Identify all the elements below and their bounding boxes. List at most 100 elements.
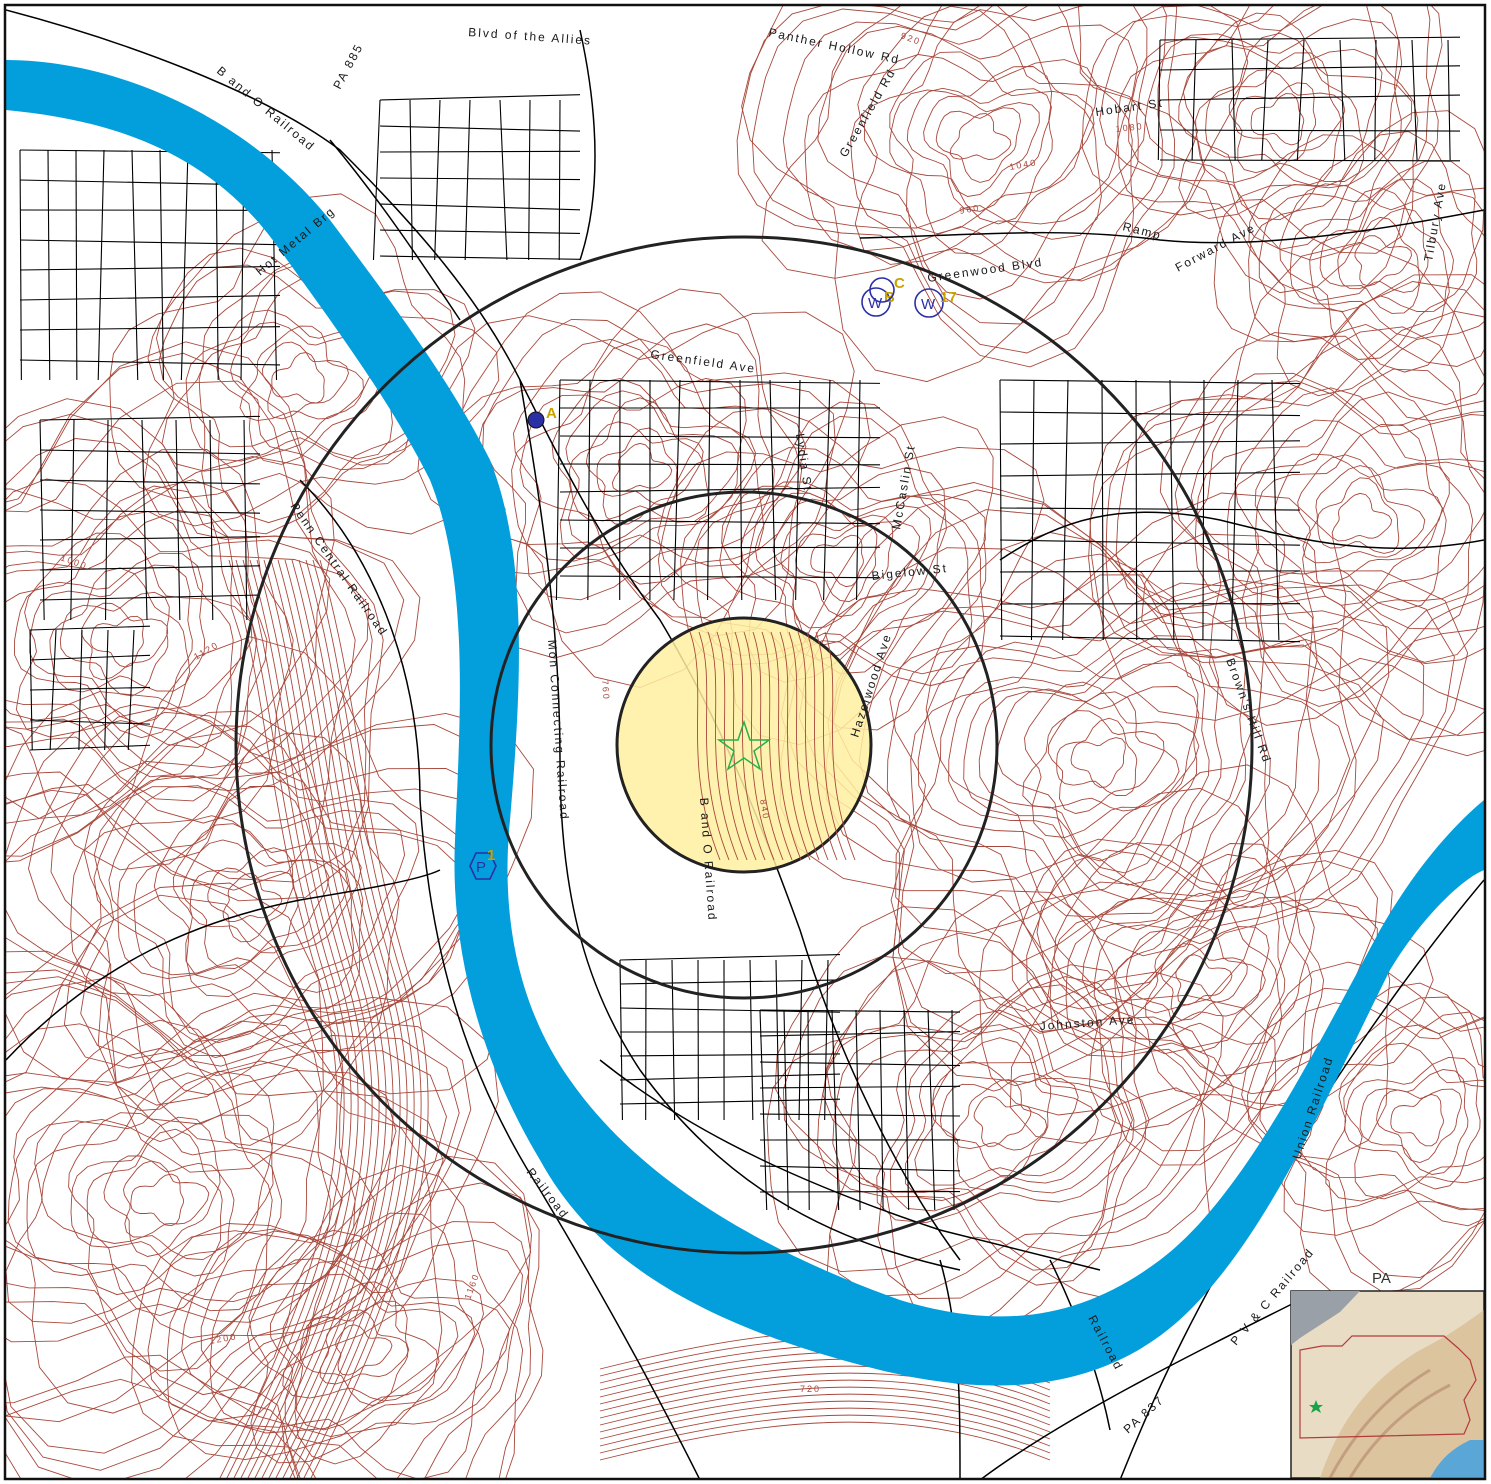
road-segment bbox=[78, 629, 83, 751]
contour-line bbox=[6, 1019, 375, 1343]
contour-line bbox=[599, 1386, 1051, 1426]
road-segment bbox=[824, 959, 829, 1121]
contour-line bbox=[751, 6, 1167, 354]
contour-line bbox=[248, 1229, 510, 1464]
contour-line bbox=[181, 839, 330, 969]
contour-line bbox=[551, 378, 757, 561]
contour-line bbox=[90, 615, 144, 668]
contour-line bbox=[889, 531, 1384, 975]
contour-line bbox=[6, 511, 234, 748]
contour-line bbox=[1026, 849, 1378, 1152]
road-segment bbox=[559, 519, 881, 525]
road-segment bbox=[131, 149, 139, 381]
contour-line bbox=[1093, 889, 1286, 1077]
contour-line bbox=[282, 1273, 459, 1431]
contour-label: 1120 bbox=[192, 639, 221, 661]
contour-line bbox=[797, 631, 829, 861]
contour-line bbox=[1297, 454, 1443, 584]
road-segment bbox=[1191, 39, 1197, 161]
marker-label: 17 bbox=[940, 289, 957, 306]
contour-line bbox=[247, 559, 366, 1478]
contour-line bbox=[14, 552, 206, 739]
road-segment bbox=[739, 379, 743, 601]
public-water-glyph: P bbox=[476, 859, 486, 876]
contour-line bbox=[108, 785, 406, 1044]
road-segment bbox=[823, 379, 831, 601]
contour-line bbox=[850, 9, 1102, 240]
contour-line bbox=[1250, 93, 1305, 146]
contour-line bbox=[1228, 69, 1346, 174]
buffer-ring-middle bbox=[489, 490, 999, 1000]
road-segment bbox=[104, 629, 109, 751]
well-w-glyph: W bbox=[921, 296, 936, 313]
well-marker-c[interactable]: C bbox=[869, 275, 905, 303]
contour-line bbox=[906, 87, 1052, 212]
marker-label: 1 bbox=[487, 847, 495, 864]
public-water-marker-1[interactable]: P 1 bbox=[469, 847, 497, 880]
contour-line bbox=[6, 413, 405, 857]
road-segment bbox=[587, 379, 591, 601]
contour-line bbox=[863, 54, 1098, 255]
contour-line bbox=[930, 1060, 1079, 1191]
contour-line bbox=[979, 764, 1391, 1160]
well-marker-b[interactable]: W B bbox=[861, 287, 895, 317]
road-segment bbox=[559, 575, 881, 579]
road-segment bbox=[1296, 39, 1305, 161]
contour-line bbox=[59, 591, 170, 697]
contour-line bbox=[1195, 32, 1365, 183]
contour-line bbox=[6, 380, 356, 891]
road-segment bbox=[1261, 39, 1269, 161]
contour-line bbox=[1089, 241, 1484, 721]
contour-line bbox=[817, 964, 1147, 1286]
contour-line bbox=[275, 559, 394, 1478]
contour-line bbox=[1289, 178, 1454, 339]
contour-line bbox=[1246, 987, 1484, 1293]
contour-line bbox=[511, 338, 765, 567]
inset-state-label: PA bbox=[1372, 1270, 1391, 1287]
contour-line bbox=[817, 24, 1138, 300]
contour-line bbox=[254, 559, 373, 1478]
contour-line bbox=[689, 631, 721, 861]
contour-line bbox=[806, 631, 838, 861]
road-segment bbox=[855, 379, 861, 601]
contour-line bbox=[6, 950, 499, 1478]
contour-line bbox=[282, 559, 401, 1478]
well-marker-17[interactable]: W 17 bbox=[914, 288, 957, 318]
contour-line bbox=[725, 631, 757, 861]
contour-line bbox=[6, 720, 498, 1146]
road-segment bbox=[1159, 65, 1461, 71]
contour-line bbox=[240, 559, 359, 1478]
road-segment bbox=[379, 94, 581, 101]
contour-line bbox=[282, 1281, 440, 1402]
contour-line bbox=[939, 1072, 1052, 1177]
contour-line bbox=[923, 95, 1040, 197]
road-segment bbox=[1231, 39, 1236, 161]
contour-label: 1080 bbox=[1115, 121, 1144, 134]
contour-line bbox=[854, 6, 1147, 265]
contour-line bbox=[1194, 368, 1484, 663]
road-segment bbox=[1411, 39, 1418, 161]
road-segment bbox=[759, 1113, 961, 1117]
contour-line bbox=[289, 559, 408, 1478]
road-segment bbox=[104, 419, 109, 621]
contour-line bbox=[599, 1372, 1051, 1412]
marker-label: A bbox=[546, 405, 557, 422]
road-segment bbox=[999, 379, 1003, 641]
street-label: Tilbury Ave bbox=[1421, 181, 1449, 263]
road-segment bbox=[29, 686, 151, 691]
contour-line bbox=[1235, 82, 1317, 162]
road-segment bbox=[619, 1073, 841, 1081]
road-segment bbox=[759, 1009, 768, 1211]
contour-line bbox=[230, 321, 378, 451]
road-segment bbox=[855, 1009, 861, 1211]
road-segment bbox=[1159, 94, 1461, 101]
road-segment bbox=[29, 719, 151, 725]
contour-line bbox=[1144, 18, 1403, 250]
road-segment bbox=[1374, 39, 1377, 161]
contour-label: 920 bbox=[899, 30, 922, 47]
road-segment bbox=[619, 1098, 841, 1105]
road-segment bbox=[39, 415, 261, 421]
contour-line bbox=[1254, 419, 1484, 629]
contour-line bbox=[904, 1024, 1117, 1201]
well-dot-marker-a[interactable]: A bbox=[527, 405, 557, 429]
